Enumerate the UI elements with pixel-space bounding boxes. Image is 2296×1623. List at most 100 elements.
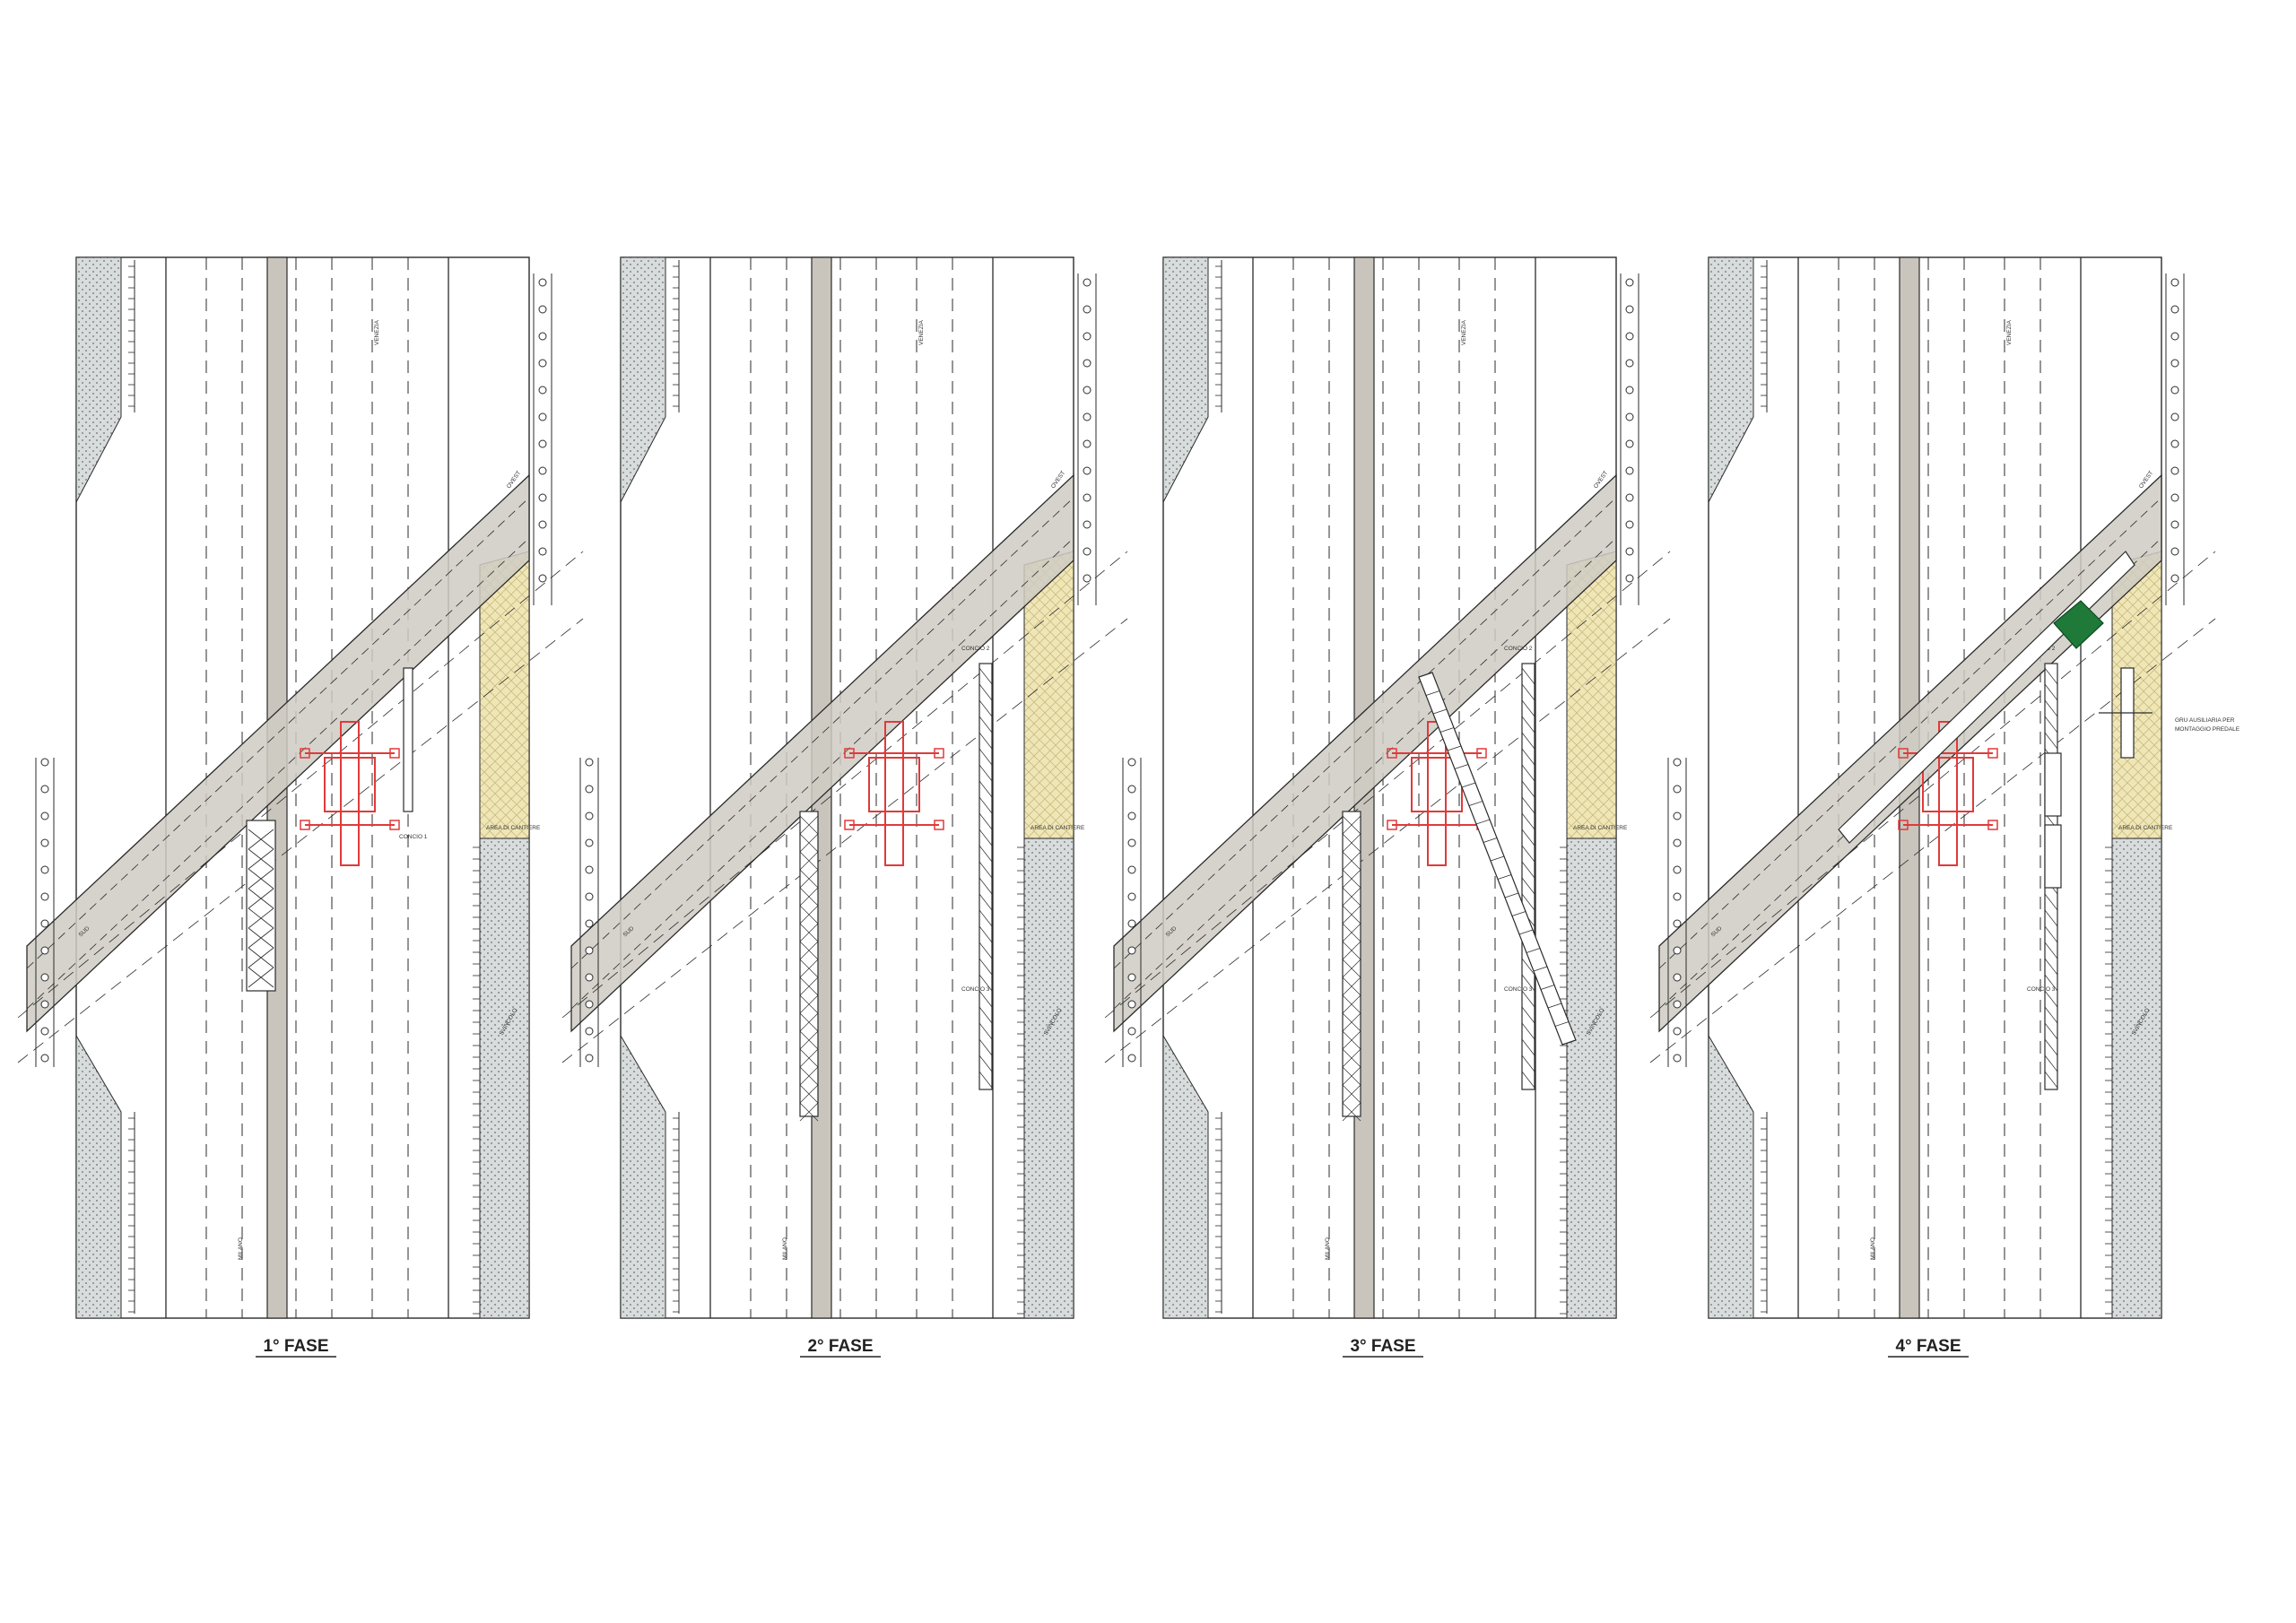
truss-brace: [1342, 959, 1361, 978]
truss-brace: [1521, 683, 1535, 701]
abutment-pile: [585, 946, 594, 955]
truss-brace: [978, 990, 993, 1008]
abutment-pile: [40, 838, 49, 847]
truss-brace: [1526, 948, 1541, 953]
truss-brace: [978, 1022, 993, 1040]
abutment-pile: [1625, 412, 1634, 421]
truss-brace: [1521, 748, 1535, 766]
truss-brace: [248, 927, 274, 949]
launching-crane: [300, 721, 400, 866]
truss-brace: [799, 869, 819, 889]
left-embankment-bottom: [1162, 1034, 1209, 1319]
alignment-line: [1104, 551, 1671, 1019]
abutment-pile: [1083, 466, 1091, 475]
truss-brace: [799, 1048, 819, 1068]
abutment-pile: [40, 1054, 49, 1063]
abutment-pile: [538, 305, 547, 314]
truss-brace: [1521, 1022, 1535, 1040]
crane-cab: [324, 757, 376, 812]
road-frame: [75, 256, 530, 1319]
abutment-pile: [40, 1027, 49, 1036]
right-verge: [1023, 824, 1074, 1319]
left-embankment-top: [620, 256, 666, 503]
label-area-cantiere: AREA DI CANTIERE: [1573, 825, 1628, 831]
truss-brace: [978, 716, 993, 733]
truss-brace: [2044, 925, 2058, 943]
truss-brace: [1342, 905, 1361, 924]
label-concio-2: CONCIO 2: [1504, 646, 1533, 652]
truss-brace: [978, 667, 993, 685]
truss-brace: [978, 699, 993, 717]
road-frame: [1708, 256, 2162, 1319]
abutment-pile: [1673, 812, 1682, 820]
abutment-pile: [2170, 386, 2179, 395]
bridge-deck: [1113, 473, 1617, 1033]
truss-brace: [2044, 974, 2058, 992]
alignment-line: [561, 618, 1128, 1063]
abutment-pile: [1625, 332, 1634, 341]
crane-pad: [1898, 748, 1909, 759]
truss-brace: [978, 958, 993, 976]
abutment-pile: [40, 973, 49, 982]
abutment-pile: [1127, 865, 1136, 874]
truss-brace: [1521, 893, 1535, 911]
truss-brace: [978, 1006, 993, 1024]
truss-brace: [1342, 1012, 1361, 1032]
truss-brace: [1521, 796, 1535, 814]
abutment-pile: [1083, 520, 1091, 529]
abutment-pile: [1625, 359, 1634, 368]
road-frame: [1162, 256, 1617, 1319]
crane-pad: [1987, 820, 1998, 830]
truss-brace: [799, 959, 819, 978]
abutment-pile: [1673, 946, 1682, 955]
label-concio-3: CONCIO 3: [2027, 986, 2056, 993]
label-milano: MILANO: [1325, 1237, 1331, 1260]
abutment-pile: [1083, 439, 1091, 448]
truss-brace: [978, 812, 993, 830]
truss-brace: [799, 923, 819, 942]
crane-pad: [1387, 748, 1397, 759]
abutment-pile: [40, 812, 49, 820]
crane-pad: [1898, 820, 1909, 830]
truss-brace: [1461, 782, 1476, 788]
abutment-pile: [585, 838, 594, 847]
truss-brace: [2044, 958, 2058, 976]
abutment-pile: [538, 332, 547, 341]
crane-pad: [389, 820, 400, 830]
abutment-pile: [538, 493, 547, 502]
left-embankment-bottom: [1708, 1034, 1754, 1319]
crane-pad: [300, 820, 310, 830]
truss-brace: [799, 887, 819, 907]
abutment-pile: [1127, 1000, 1136, 1009]
crane-pad: [844, 748, 855, 759]
abutment-pile: [1673, 1027, 1682, 1036]
abutment-pile: [2170, 305, 2179, 314]
abutment-pile: [1083, 305, 1091, 314]
truss-brace: [2044, 1055, 2058, 1072]
abutment-pile: [1625, 493, 1634, 502]
label-milano: MILANO: [238, 1237, 244, 1260]
truss-brace: [978, 925, 993, 943]
label-milano: MILANO: [1870, 1237, 1876, 1260]
truss-brace: [2044, 1071, 2058, 1089]
abutment-pile: [585, 919, 594, 928]
truss-brace: [799, 815, 819, 835]
crane-pad: [934, 748, 944, 759]
crane-body: [1938, 721, 1958, 866]
truss-brace: [978, 1071, 993, 1089]
truss-brace: [248, 947, 274, 968]
truss-brace: [978, 748, 993, 766]
abutment-pile: [538, 359, 547, 368]
truss-brace: [1342, 1084, 1361, 1104]
abutment-pile: [538, 386, 547, 395]
concio-3-truss: [978, 663, 993, 1090]
abutment-pile: [2170, 412, 2179, 421]
abutment-pile: [1127, 785, 1136, 794]
truss-brace: [978, 877, 993, 895]
truss-brace: [1521, 764, 1535, 782]
launching-truss: [1342, 811, 1361, 1117]
abutment-pile: [1083, 547, 1091, 556]
abutment-pile: [1127, 919, 1136, 928]
truss-brace: [1511, 911, 1526, 916]
